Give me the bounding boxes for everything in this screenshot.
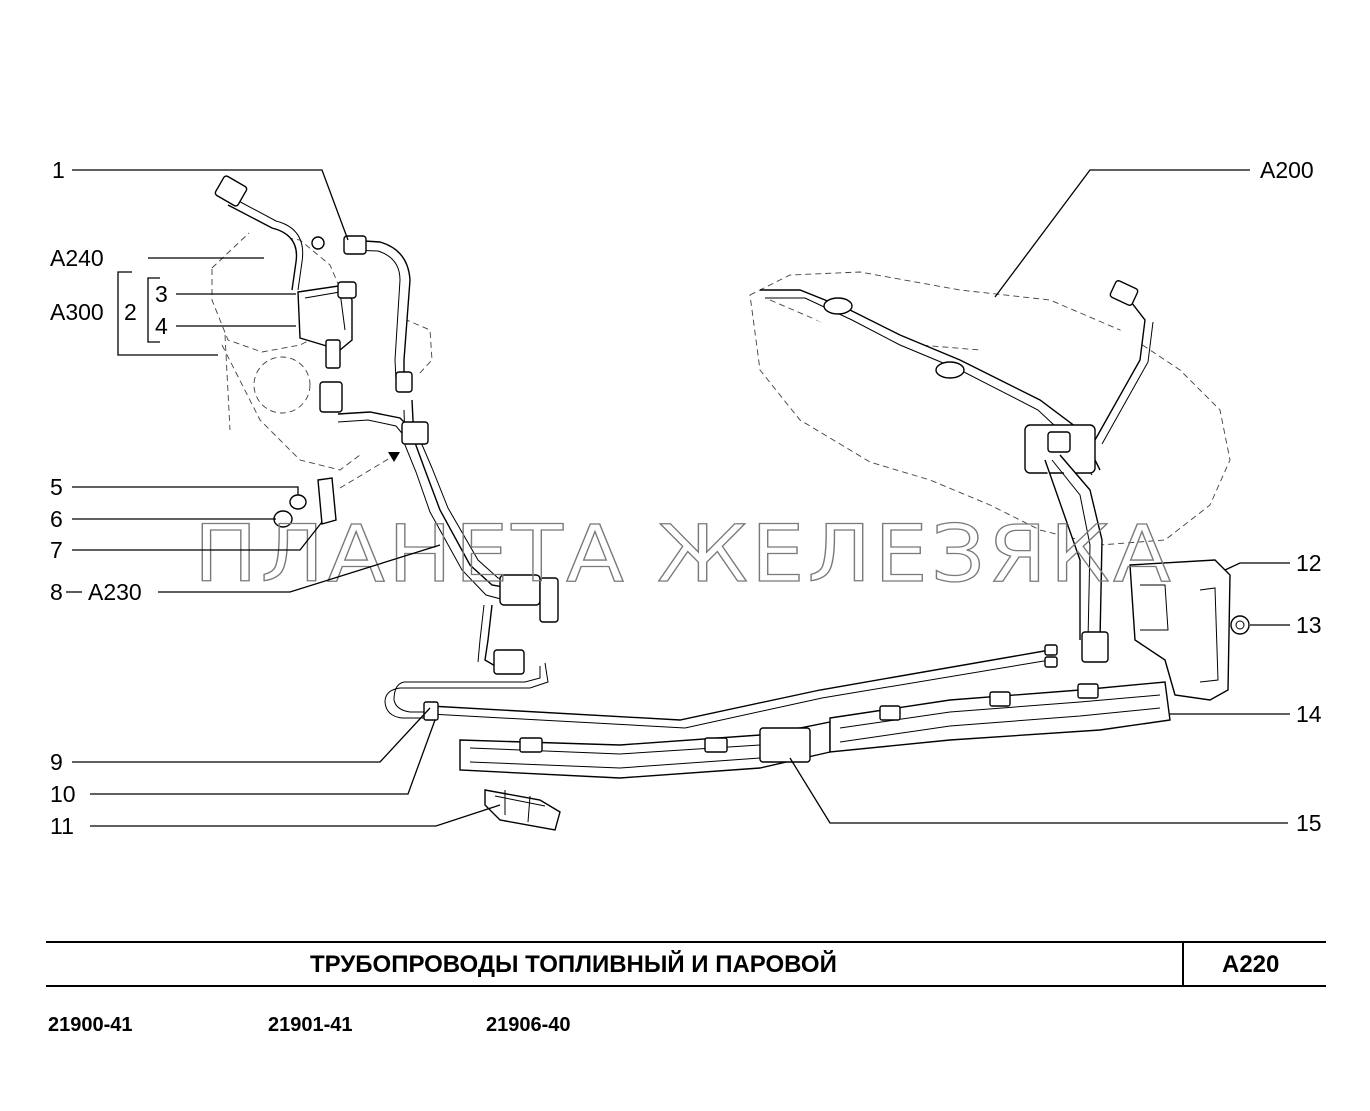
leader-7 [72,521,323,551]
clip-11 [484,789,561,831]
pipe-guard-14 [829,681,1171,753]
bracket-2 [147,277,160,343]
bracket-a300 [117,271,218,356]
page-title: ТРУБОПРОВОДЫ ТОПЛИВНЫЙ И ПАРОВОЙ [310,951,837,978]
fuel-hose-1 [311,235,413,393]
leader-11 [90,804,501,827]
callout-11: 11 [50,813,74,839]
callout-12: 12 [1296,550,1322,576]
vapor-hose-a240 [214,175,304,291]
leader-5 [72,486,299,495]
leader-15 [789,757,1288,824]
callout-10: 10 [50,781,76,807]
model-code: 21901-41 [268,1014,353,1036]
leader-9 [72,707,431,763]
model-code: 21906-40 [486,1014,571,1036]
callout-6: 6 [50,506,63,532]
leader-1 [72,169,349,241]
callout-a300: A300 [50,299,104,325]
title-divider [1182,941,1184,987]
heat-shield-12 [1129,559,1231,701]
leader-12 [1224,562,1290,571]
pipe-guard-15 [459,721,831,779]
leader-10 [90,719,436,795]
callout-9: 9 [50,749,63,775]
callout-13: 13 [1296,612,1322,638]
callout-a240: A240 [50,245,104,271]
callout-2: 2 [124,299,137,325]
callout-1: 1 [52,157,65,183]
model-code: 21900-41 [48,1014,133,1036]
bracket-group-5-6-7 [273,451,401,528]
adsorber-canister [297,281,357,369]
pipes-9-10 [384,644,1058,729]
nut-13 [1230,615,1250,635]
callout-labels: 1 A240 A300 2 3 4 5 6 7 8 A230 9 10 11 A… [50,157,1322,839]
callout-a200: A200 [1260,157,1314,183]
canister-outlet-tube [319,381,413,439]
callout-3: 3 [155,281,168,307]
fuel-tank-a200 [749,271,1231,663]
callout-7: 7 [50,537,63,563]
title-top-rule [46,941,1326,943]
diagram-code: A220 [1222,951,1280,978]
fuel-lines-drawing: ПЛАНЕТА ЖЕЛЕЗЯКА 1 A240 A300 2 3 4 5 6 7… [50,157,1322,839]
callout-15: 15 [1296,810,1322,836]
leader-lines [72,169,1290,827]
callout-5: 5 [50,474,63,500]
callout-14: 14 [1296,701,1322,727]
callout-a230: A230 [88,579,142,605]
leader-8-a230 [158,544,441,593]
title-bottom-rule [46,985,1326,987]
callout-8: 8 [50,579,63,605]
watermark-text: ПЛАНЕТА ЖЕЛЕЗЯКА [194,510,1174,600]
leader-a200 [994,169,1250,298]
pipe-bundle-a230 [401,399,559,675]
callout-4: 4 [155,313,168,339]
